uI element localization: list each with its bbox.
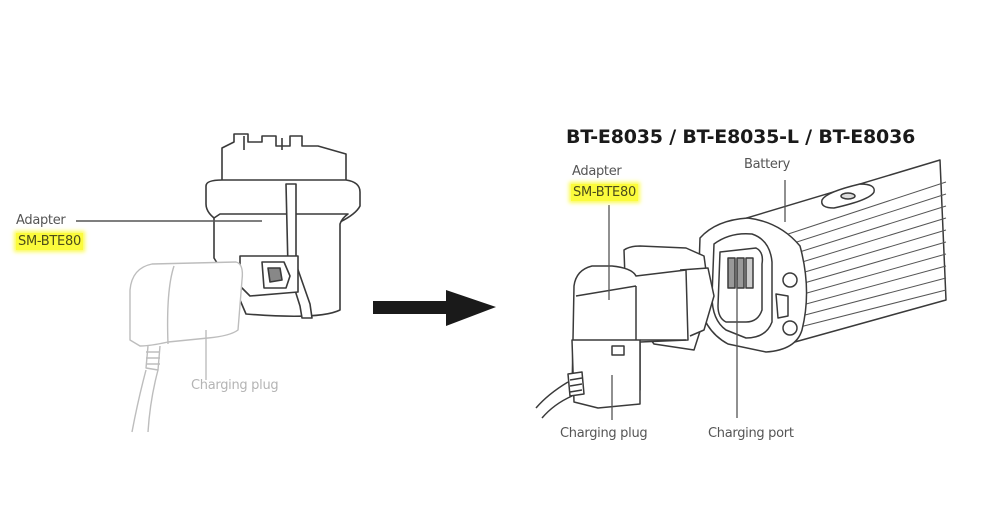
left-charging-plug-label: Charging plug — [191, 378, 279, 393]
charging-port-label: Charging port — [708, 426, 794, 441]
left-adapter-illustration — [205, 133, 361, 319]
right-adapter-model-highlight: SM-BTE80 — [571, 184, 638, 201]
battery-illustration — [697, 159, 947, 353]
right-charging-plug-label: Charging plug — [560, 426, 648, 441]
right-leader-lines — [608, 180, 786, 420]
left-charging-plug-illustration — [129, 261, 244, 433]
battery-label: Battery — [744, 157, 791, 172]
left-adapter-label: Adapter — [16, 213, 66, 228]
right-arrow-icon — [373, 290, 496, 326]
right-adapter-label: Adapter — [572, 164, 622, 179]
model-title: BT-E8035 / BT-E8035-L / BT-E8036 — [566, 126, 916, 148]
left-adapter-model-highlight: SM-BTE80 — [16, 233, 83, 250]
right-adapter-illustration — [535, 245, 715, 419]
